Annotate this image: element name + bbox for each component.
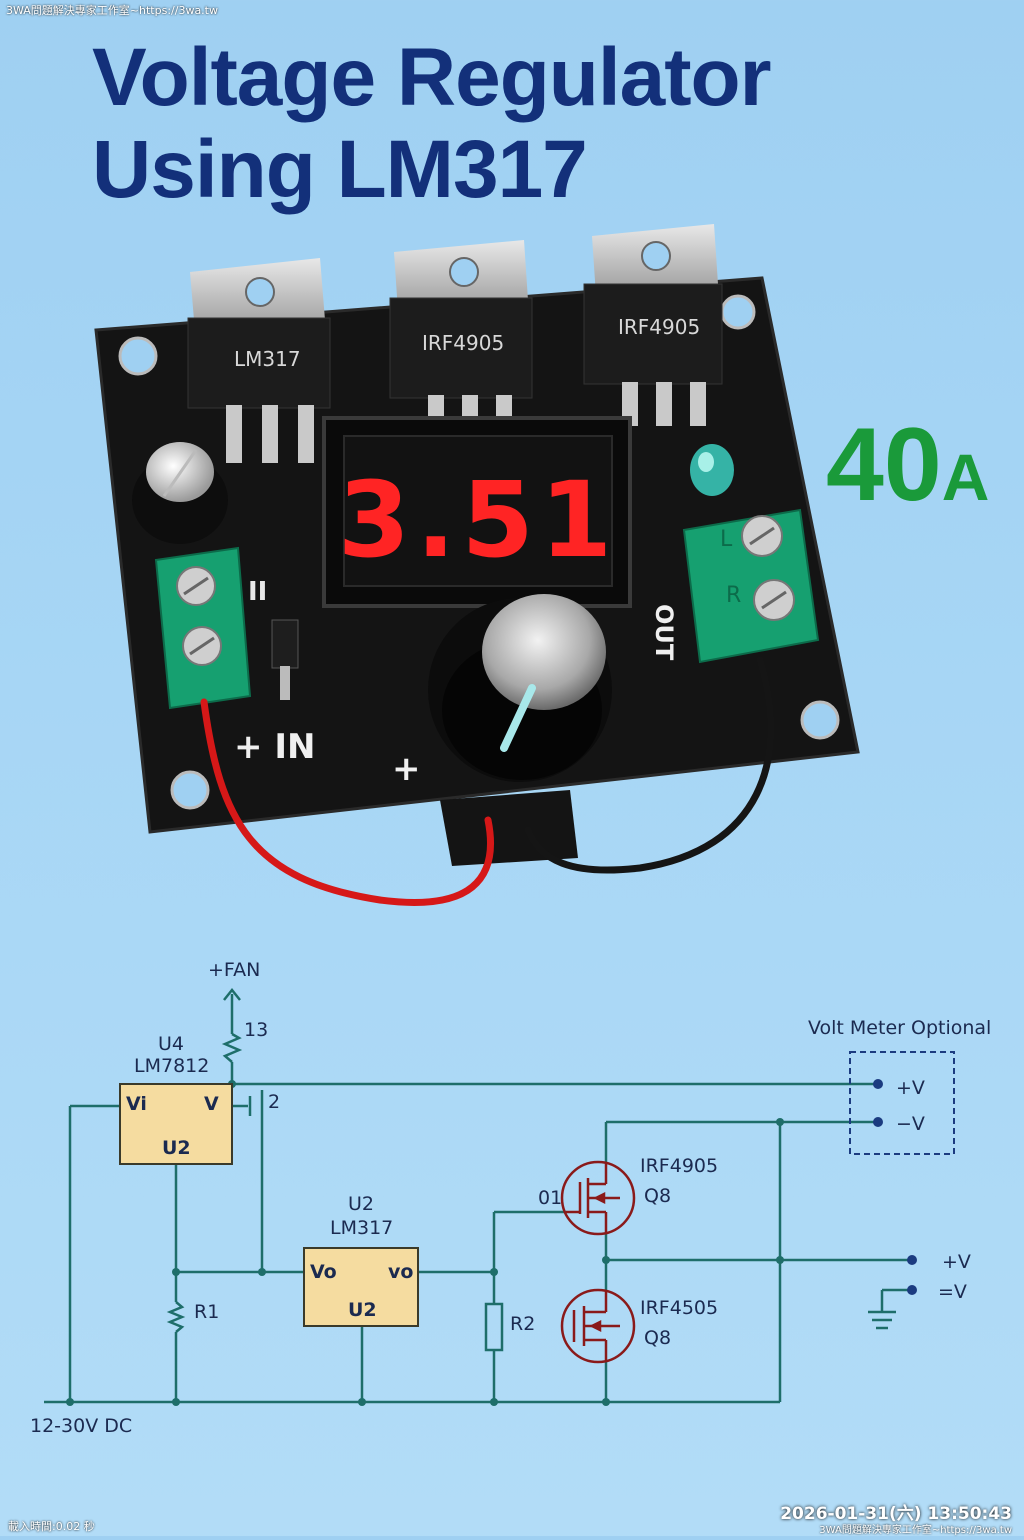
load-time: 載入時間:0.02 秒: [8, 1520, 95, 1533]
mount-hole: [800, 700, 840, 740]
chip-label: IRF4905: [618, 315, 700, 339]
q-bot-part: IRF4505: [640, 1297, 718, 1319]
status-led: [690, 444, 734, 496]
vm-minus: −V: [896, 1113, 925, 1135]
title-line-2: Using LM317: [92, 124, 588, 215]
u2-vo-left: Vo: [310, 1261, 337, 1283]
output-terminal: L R: [682, 508, 820, 664]
u4-part: LM7812: [134, 1055, 209, 1077]
u4-vi: Vi: [126, 1093, 147, 1115]
in-label: + IN: [234, 727, 315, 767]
mosfet-bottom: [560, 1288, 636, 1364]
display-reading: 3.51: [338, 459, 619, 581]
chip-label: LM317: [234, 347, 301, 371]
mount-hole: [170, 770, 210, 810]
footer-watermark: 3WA問題解決專家工作室~https://3wa.tw: [819, 1525, 1012, 1536]
mount-hole: [720, 294, 756, 330]
current-rating: 40A: [826, 410, 989, 532]
lm317-chip: LM317: [187, 258, 331, 463]
pcb-board-illustration: LM317 IRF4905 IRF4905 3.51: [94, 224, 860, 906]
q-top-ref: Q8: [644, 1185, 671, 1207]
u4-ref: U4: [158, 1033, 184, 1055]
footer-timestamp: 2026-01-31(六) 13:50:43: [780, 1504, 1012, 1524]
u2-ref: U2: [348, 1193, 374, 1215]
q-top-part: IRF4905: [640, 1155, 718, 1177]
r1-label: R1: [194, 1301, 219, 1323]
led-display: 3.51: [322, 416, 632, 608]
q-top-gate: 01: [538, 1187, 562, 1209]
u4-regulator-box: [119, 1083, 233, 1165]
chip-label: IRF4905: [422, 331, 504, 355]
black-wire: [524, 656, 775, 874]
current-value: 40: [826, 407, 942, 523]
u2-vo-right: vo: [388, 1261, 413, 1283]
u4-v: V: [204, 1093, 219, 1115]
r2-resistor: [484, 1302, 504, 1352]
potentiometer-knob: [428, 594, 612, 782]
mount-hole: [118, 336, 158, 376]
page-title: Voltage Regulator Using LM317: [92, 32, 772, 216]
schematic-wires: [44, 987, 912, 1404]
header-watermark: 3WA問題解決專家工作室~https://3wa.tw: [6, 4, 218, 17]
irf4905-chip-2: IRF4905: [583, 224, 723, 426]
r2-label: R2: [510, 1313, 535, 1335]
u2-label: U2: [348, 1299, 377, 1321]
cap-label: 2: [268, 1091, 280, 1113]
current-unit: A: [941, 440, 990, 514]
fan-label: +FAN: [208, 959, 260, 981]
term-l: L: [720, 527, 733, 552]
out-label: OUT: [650, 604, 678, 661]
out-eq: =V: [938, 1281, 967, 1303]
mosfet-top: [560, 1160, 636, 1236]
input-terminal: [154, 546, 252, 710]
volt-meter-title: Volt Meter Optional: [808, 1017, 991, 1039]
jumper: [271, 619, 299, 700]
u4-u2: U2: [162, 1137, 191, 1159]
r13-label: 13: [244, 1019, 268, 1041]
supply-label: 12-30V DC: [30, 1415, 132, 1437]
u2-part: LM317: [330, 1217, 393, 1239]
capacitor: [132, 442, 228, 544]
term-r: R: [726, 583, 741, 608]
q-bot-ref: Q8: [644, 1327, 671, 1349]
irf4905-chip-1: IRF4905: [389, 240, 533, 427]
volt-meter-box: [849, 1051, 955, 1155]
vm-plus: +V: [896, 1077, 925, 1099]
title-line-1: Voltage Regulator: [92, 32, 772, 123]
in-marks: II: [248, 577, 267, 607]
red-wire: [200, 698, 495, 906]
circuit-schematic: +FAN 13 U4 LM7812 Vi V U2 2 U2 LM317 Vo …: [30, 959, 991, 1437]
plus-mark: +: [392, 749, 421, 789]
u2-lm317-box: [303, 1247, 419, 1327]
out-plus: +V: [942, 1251, 971, 1273]
